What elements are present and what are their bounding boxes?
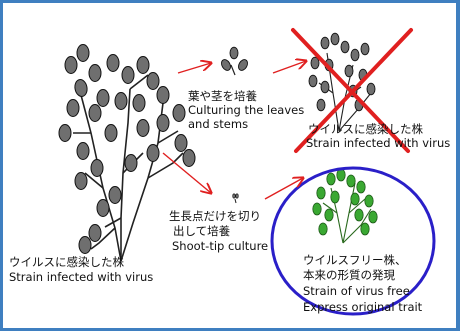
label-shoot-tip-en: Shoot-tip culture bbox=[172, 239, 269, 253]
highlight-circle bbox=[270, 166, 436, 316]
arrow-to-infected-regrowth bbox=[272, 61, 306, 74]
process-arrows bbox=[162, 61, 306, 200]
label-culture-leaves-en-1: Culturing the leaves bbox=[188, 103, 305, 117]
label-infected-right-en: Strain infected with virus bbox=[306, 136, 451, 150]
shoot-tip bbox=[232, 193, 239, 204]
diagram-graphics bbox=[58, 28, 436, 316]
label-culture-leaves-en-2: and stems bbox=[188, 117, 249, 131]
label-culture-leaves-jp: 葉や茎を培養 bbox=[188, 89, 257, 103]
diagram-frame: 葉や茎を培養 Culturing the leaves and stems ウイ… bbox=[3, 3, 456, 328]
infected-plant-large bbox=[58, 44, 196, 262]
label-infected-left-en: Strain infected with virus bbox=[9, 270, 154, 284]
label-virus-free-en-2: Express original trait bbox=[303, 300, 423, 314]
label-shoot-tip-jp-2: 出して培養 bbox=[173, 224, 231, 238]
leaf-cutting bbox=[219, 46, 250, 76]
arrow-to-shoot-tip bbox=[162, 152, 211, 193]
arrow-to-virus-free bbox=[264, 178, 303, 200]
virus-free-plant bbox=[312, 168, 378, 244]
rejected-cross bbox=[291, 28, 413, 153]
label-virus-free-jp-1: ウイルスフリー株、 bbox=[303, 253, 407, 267]
label-infected-left-jp: ウイルスに感染した株 bbox=[9, 255, 124, 269]
arrow-to-cutting bbox=[177, 63, 211, 74]
label-infected-right-jp: ウイルスに感染した株 bbox=[308, 122, 423, 136]
label-virus-free-en-1: Strain of virus free bbox=[303, 284, 410, 298]
label-virus-free-jp-2: 本来の形質の発現 bbox=[303, 268, 395, 282]
label-shoot-tip-jp-1: 生長点だけを切り bbox=[169, 209, 261, 223]
